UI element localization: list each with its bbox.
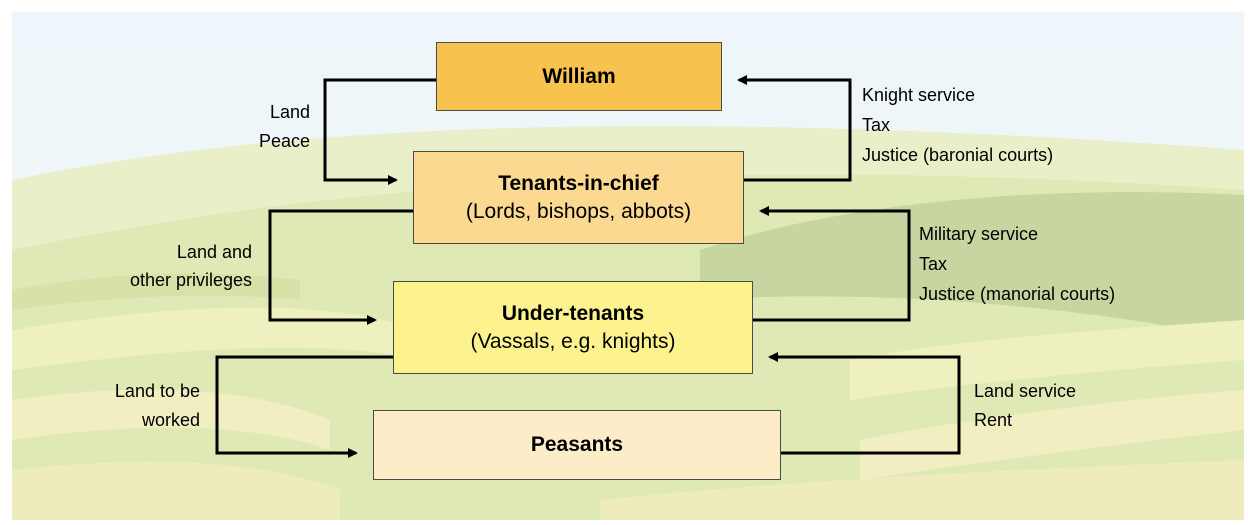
arrow-tenants-to-william — [737, 75, 852, 182]
under-tenants-box: Under-tenants (Vassals, e.g. knights) — [393, 281, 753, 374]
arrow-tenants-to-under — [268, 209, 413, 325]
peasants-box: Peasants — [373, 410, 781, 480]
arrow-peasants-to-under — [768, 352, 961, 455]
tenants-in-chief-title: Tenants-in-chief — [498, 171, 659, 195]
william-title: William — [542, 64, 616, 88]
label-land-to-be-worked: Land to be worked — [114, 381, 200, 430]
label-military-service: Military service Tax Justice (manorial c… — [919, 224, 1116, 304]
label-land-service-rent: Land service Rent — [974, 381, 1077, 430]
tenants-in-chief-box: Tenants-in-chief (Lords, bishops, abbots… — [413, 151, 744, 244]
label-knight-service: Knight service Tax Justice (baronial cou… — [862, 85, 1054, 165]
arrow-william-to-tenants — [323, 78, 436, 185]
under-tenants-subtitle: (Vassals, e.g. knights) — [470, 329, 676, 353]
label-land-privileges: Land and other privileges — [129, 242, 252, 290]
william-box: William — [436, 42, 722, 111]
arrow-under-to-tenants — [753, 206, 911, 322]
arrow-under-to-peasants — [215, 355, 393, 458]
under-tenants-title: Under-tenants — [501, 301, 645, 325]
tenants-in-chief-subtitle: (Lords, bishops, abbots) — [465, 199, 692, 223]
label-land-peace: Land Peace — [258, 102, 310, 151]
peasants-title: Peasants — [530, 433, 624, 456]
